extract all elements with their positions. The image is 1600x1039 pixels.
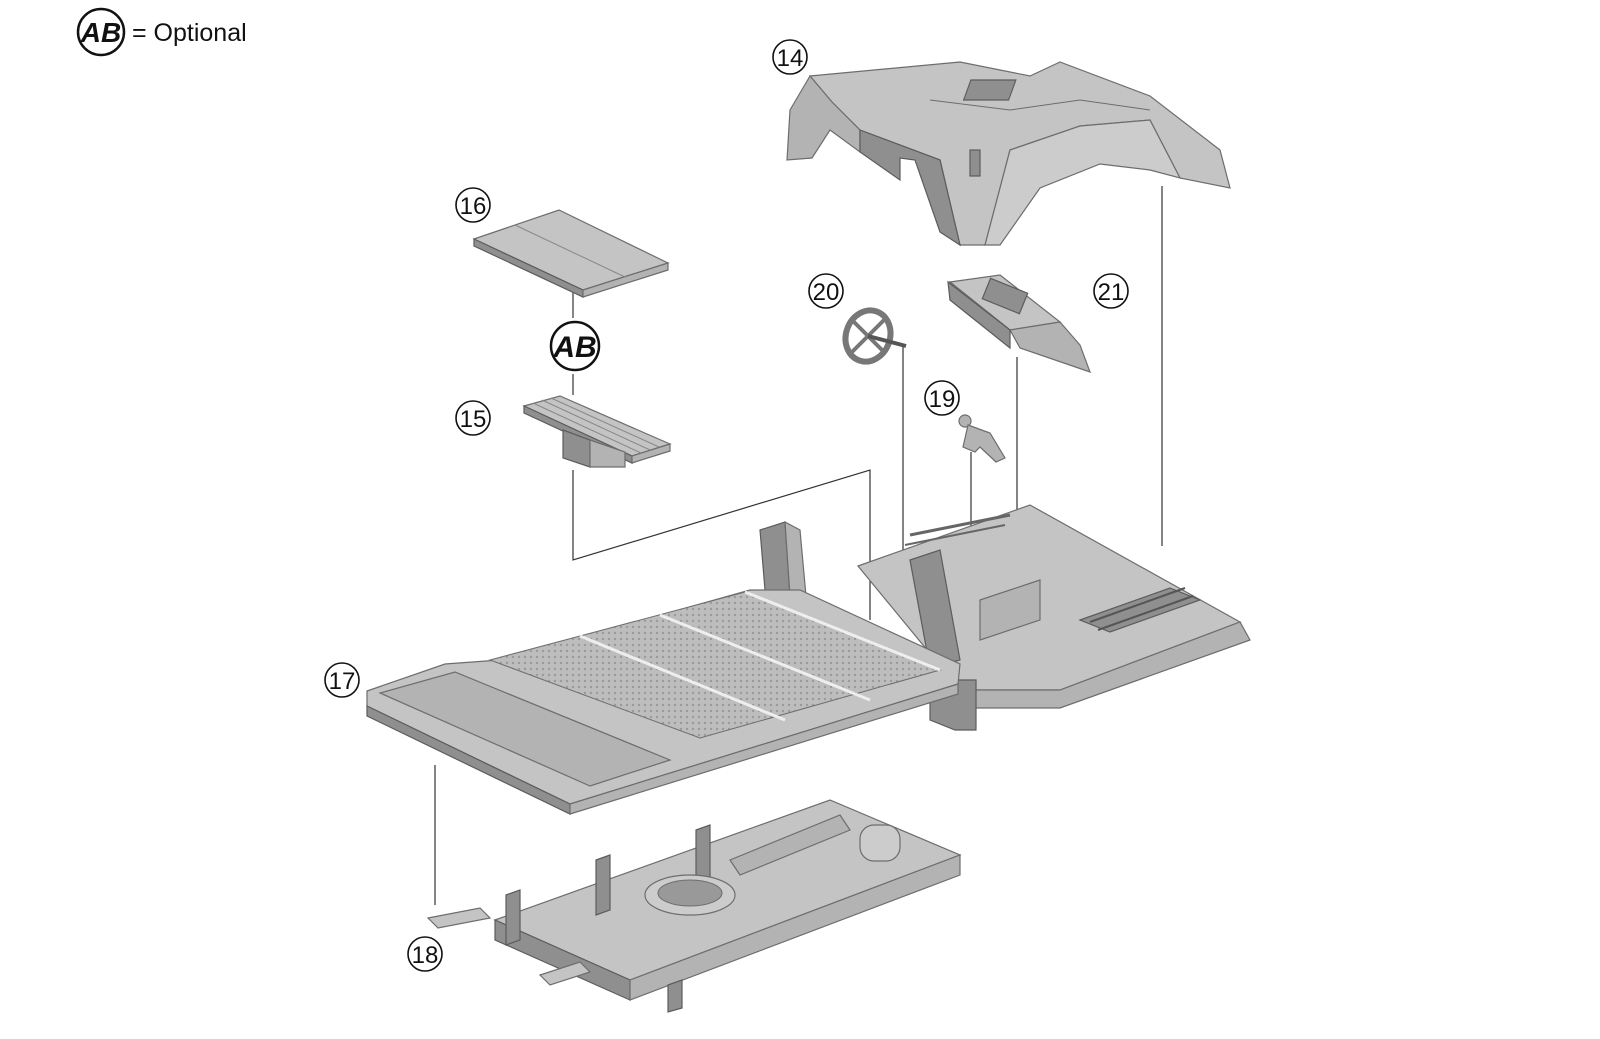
optional-marker: AB xyxy=(549,320,601,372)
part-number: 15 xyxy=(460,406,487,433)
part-callouts: 14 15 16 17 18 19 20 21 xyxy=(324,39,1129,972)
legend-symbol: AB xyxy=(80,17,121,48)
legend: AB = Optional xyxy=(76,7,247,57)
part-14-upper-hull xyxy=(786,61,1231,247)
part-20-steering-wheel xyxy=(842,307,907,365)
callout-21: 21 xyxy=(1093,273,1129,309)
part-number: 16 xyxy=(460,193,487,220)
leader-lines xyxy=(434,186,1163,905)
part-21-dashboard xyxy=(947,274,1092,373)
legend-text: = Optional xyxy=(132,19,247,47)
callout-19: 19 xyxy=(924,380,960,416)
part-15-slatted-panel xyxy=(522,395,672,468)
optional-marker-icon xyxy=(549,320,601,372)
part-number: 21 xyxy=(1098,279,1125,306)
callout-18: 18 xyxy=(407,936,443,972)
part-number: 19 xyxy=(929,386,956,413)
part-number: 14 xyxy=(777,45,804,72)
callout-20: 20 xyxy=(808,273,844,309)
optional-marker-symbol: AB xyxy=(552,331,596,364)
part-number: 20 xyxy=(813,279,840,306)
callout-14: 14 xyxy=(772,39,808,75)
optional-symbol-icon xyxy=(76,7,126,57)
leader-15 xyxy=(572,469,871,620)
callout-16: 16 xyxy=(455,187,491,223)
callout-17: 17 xyxy=(324,662,360,698)
part-18-chassis xyxy=(426,799,962,1013)
part-number: 17 xyxy=(329,668,356,695)
part-16-panel xyxy=(472,209,670,298)
callout-15: 15 xyxy=(455,400,491,436)
part-number: 18 xyxy=(412,942,439,969)
part-19-lever xyxy=(958,414,1006,463)
part-17-floor xyxy=(366,504,1251,815)
